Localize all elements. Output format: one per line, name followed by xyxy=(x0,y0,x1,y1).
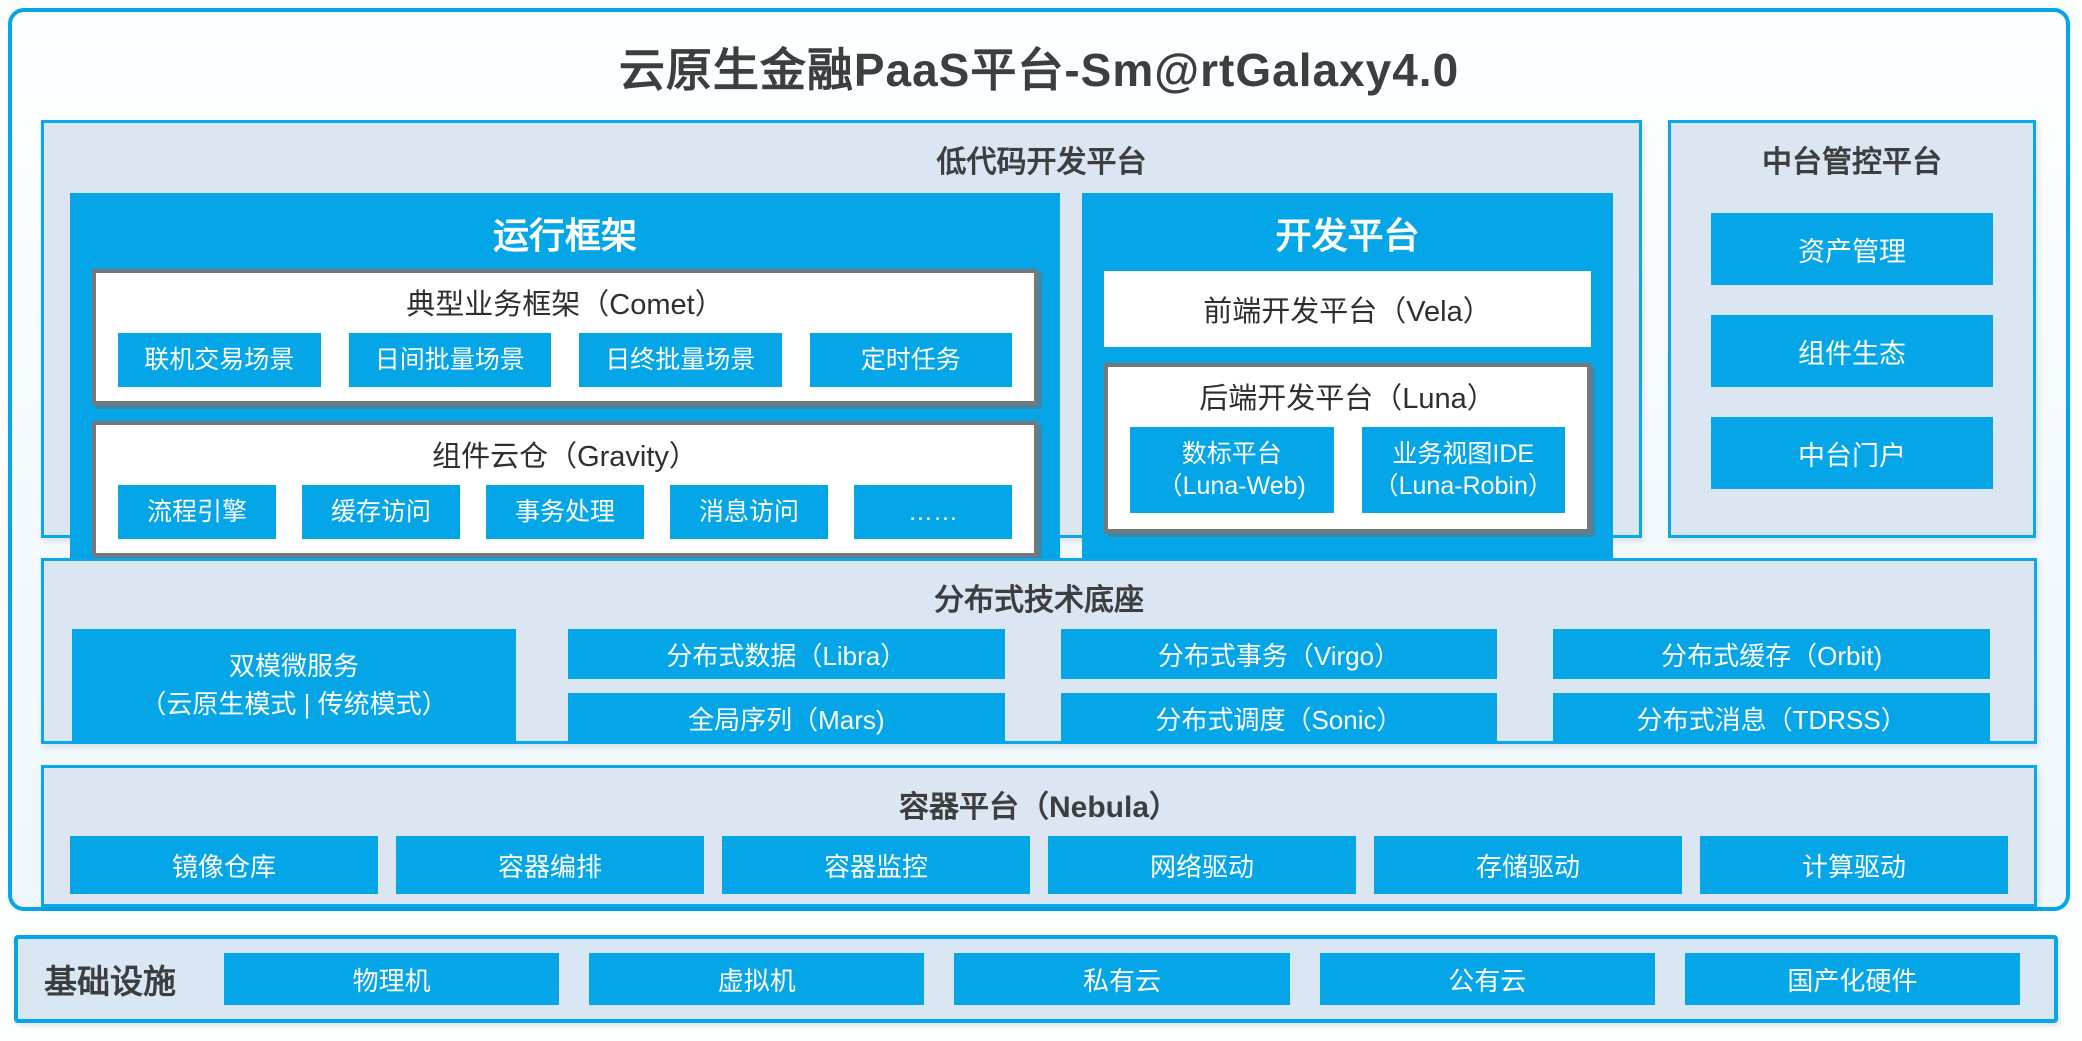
infrastructure-label: 基础设施 xyxy=(44,963,176,1000)
comet-framework-title: 典型业务框架（Comet） xyxy=(406,289,724,321)
comet-framework-box: 典型业务框架（Comet） 联机交易场景 日间批量场景 日终批量场景 定时任务 xyxy=(92,269,1038,405)
midend-items: 资产管理 组件生态 中台门户 xyxy=(1671,181,2033,489)
dist-item-libra: 分布式数据（Libra） xyxy=(568,629,1005,679)
container-item-network-driver: 网络驱动 xyxy=(1048,836,1356,894)
comet-items-row: 联机交易场景 日间批量场景 日终批量场景 定时任务 xyxy=(96,333,1034,401)
gravity-item-process-engine: 流程引擎 xyxy=(118,485,276,539)
infrastructure-items-row: 物理机 虚拟机 私有云 公有云 国产化硬件 xyxy=(224,953,2021,1005)
lowcode-body: 运行框架 典型业务框架（Comet） 联机交易场景 日间批量场景 日终批量场景 … xyxy=(44,181,1639,573)
infra-item-physical-machine: 物理机 xyxy=(224,953,560,1005)
dual-mode-microservice-box: 双模微服务 （云原生模式 | 传统模式） xyxy=(72,629,516,743)
container-item-monitoring: 容器监控 xyxy=(722,836,1030,894)
container-item-image-registry: 镜像仓库 xyxy=(70,836,378,894)
container-platform-title: 容器平台（Nebula） xyxy=(898,791,1180,824)
container-platform-panel: 容器平台（Nebula） 镜像仓库 容器编排 容器监控 网络驱动 存储驱动 计算… xyxy=(41,765,2037,907)
comet-item-scheduled-task: 定时任务 xyxy=(809,333,1012,387)
page-title: 云原生金融PaaS平台-Sm@rtGalaxy4.0 xyxy=(618,44,1460,96)
lowcode-platform-panel: 低代码开发平台 运行框架 典型业务框架（Comet） 联机交易场景 日间批量场景… xyxy=(41,120,1642,573)
dev-platform-panel: 开发平台 前端开发平台（Vela） 后端开发平台（Luna） 数标平台 （Lun… xyxy=(1082,193,1613,573)
dist-item-sonic: 分布式调度（Sonic） xyxy=(1060,693,1498,743)
luna-web-line1: 数标平台 xyxy=(1181,439,1282,468)
gravity-warehouse-box: 组件云仓（Gravity） 流程引擎 缓存访问 事务处理 消息访问 …… xyxy=(92,421,1038,557)
gravity-item-message-access: 消息访问 xyxy=(670,485,828,539)
infra-item-public-cloud: 公有云 xyxy=(1319,953,1655,1005)
infra-item-private-cloud: 私有云 xyxy=(954,953,1290,1005)
main-frame: 云原生金融PaaS平台-Sm@rtGalaxy4.0 低代码开发平台 运行框架 … xyxy=(8,8,2070,911)
vela-frontend-box: 前端开发平台（Vela） xyxy=(1104,271,1591,347)
midend-item-component-ecosystem: 组件生态 xyxy=(1711,315,1993,387)
luna-web-line2: （Luna-Web) xyxy=(1157,472,1306,500)
gravity-item-cache-access: 缓存访问 xyxy=(302,485,460,539)
distributed-grid: 分布式数据（Libra） 分布式事务（Virgo） 分布式缓存（Orbit) 全… xyxy=(568,629,1990,743)
infrastructure-panel: 基础设施 物理机 虚拟机 私有云 公有云 国产化硬件 xyxy=(14,935,2058,1023)
infra-item-domestic-hardware: 国产化硬件 xyxy=(1684,953,2021,1005)
dist-item-tdrss: 分布式消息（TDRSS） xyxy=(1553,693,1990,743)
container-items-row: 镜像仓库 容器编排 容器监控 网络驱动 存储驱动 计算驱动 xyxy=(44,826,2034,894)
midend-control-panel: 中台管控平台 资产管理 组件生态 中台门户 xyxy=(1668,120,2036,538)
dist-item-mars: 全局序列（Mars) xyxy=(568,693,1005,743)
dist-item-virgo: 分布式事务（Virgo） xyxy=(1060,629,1498,679)
luna-robin-line2: （Luna-Robin） xyxy=(1373,472,1553,500)
dist-item-orbit: 分布式缓存（Orbit) xyxy=(1553,629,1990,679)
lowcode-platform-title: 低代码开发平台 xyxy=(936,146,1147,179)
runtime-framework-panel: 运行框架 典型业务框架（Comet） 联机交易场景 日间批量场景 日终批量场景 … xyxy=(70,193,1060,573)
luna-backend-title: 后端开发平台（Luna） xyxy=(1199,383,1496,415)
distributed-base-title: 分布式技术底座 xyxy=(934,584,1144,617)
distributed-body: 双模微服务 （云原生模式 | 传统模式） 分布式数据（Libra） 分布式事务（… xyxy=(44,619,2034,743)
dual-mode-line1: 双模微服务 xyxy=(228,651,359,682)
container-item-orchestration: 容器编排 xyxy=(396,836,704,894)
container-item-compute-driver: 计算驱动 xyxy=(1700,836,2008,894)
comet-item-endofday-batch: 日终批量场景 xyxy=(579,333,782,387)
distributed-base-panel: 分布式技术底座 双模微服务 （云原生模式 | 传统模式） 分布式数据（Libra… xyxy=(41,558,2037,744)
luna-web-box: 数标平台 （Luna-Web) xyxy=(1130,427,1334,513)
luna-robin-line1: 业务视图IDE xyxy=(1392,439,1535,468)
midend-item-midend-portal: 中台门户 xyxy=(1711,417,1993,489)
midend-item-asset-management: 资产管理 xyxy=(1711,213,1993,285)
gravity-item-transaction: 事务处理 xyxy=(486,485,644,539)
infra-item-virtual-machine: 虚拟机 xyxy=(589,953,925,1005)
dev-platform-title: 开发平台 xyxy=(1275,215,1420,256)
luna-robin-box: 业务视图IDE （Luna-Robin） xyxy=(1361,427,1565,513)
comet-item-daytime-batch: 日间批量场景 xyxy=(348,333,551,387)
gravity-items-row: 流程引擎 缓存访问 事务处理 消息访问 …… xyxy=(96,485,1034,553)
midend-control-title: 中台管控平台 xyxy=(1762,146,1942,179)
gravity-warehouse-title: 组件云仓（Gravity） xyxy=(432,441,698,473)
container-item-storage-driver: 存储驱动 xyxy=(1374,836,1682,894)
comet-item-online-trading: 联机交易场景 xyxy=(118,333,321,387)
luna-backend-box: 后端开发平台（Luna） 数标平台 （Luna-Web) 业务视图IDE （Lu… xyxy=(1104,363,1591,533)
gravity-item-more-ellipsis: …… xyxy=(854,485,1012,539)
luna-items-row: 数标平台 （Luna-Web) 业务视图IDE （Luna-Robin） xyxy=(1108,427,1587,527)
runtime-framework-title: 运行框架 xyxy=(492,215,637,256)
dual-mode-line2: （云原生模式 | 传统模式） xyxy=(140,689,448,719)
